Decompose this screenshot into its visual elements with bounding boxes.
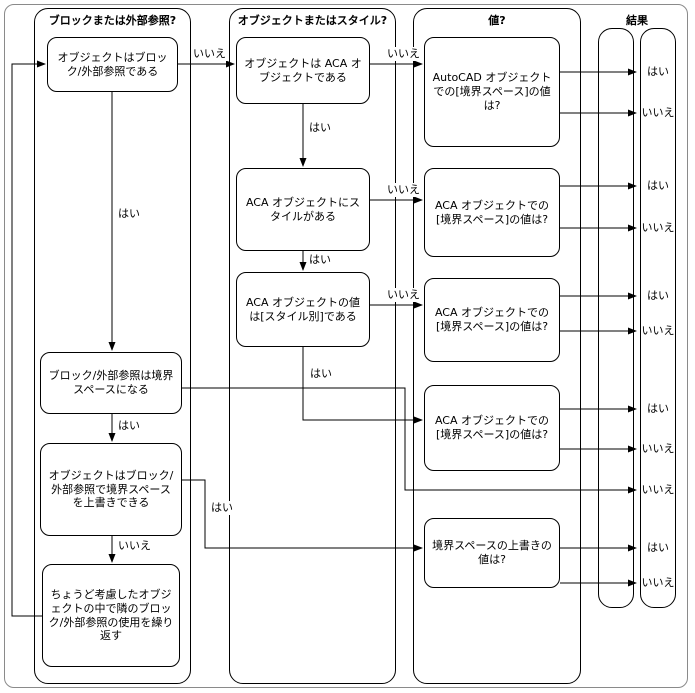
- edge-label-yes: はい: [308, 121, 332, 135]
- header-object-style: オブジェクトまたはスタイル?: [237, 14, 388, 27]
- node-aca-bound-spaces-value-2: ACA オブジェクトでの[境界スペース]の値は?: [424, 278, 560, 362]
- node-repeat-next-block-xref: ちょうど考慮したオブジェクトの中で隣のブロック/外部参照の使用を繰り返す: [42, 564, 180, 667]
- result-label-yes: はい: [647, 402, 669, 415]
- edge-label-yes: はい: [309, 367, 333, 381]
- edge-label-no: いいえ: [386, 288, 421, 302]
- node-aca-bound-spaces-value-1: ACA オブジェクトでの[境界スペース]の値は?: [424, 168, 560, 257]
- edge-label-no: いいえ: [117, 539, 152, 553]
- result-label-no: いいえ: [641, 221, 675, 234]
- header-block-xref: ブロックまたは外部参照?: [48, 14, 177, 27]
- edge-label-no: いいえ: [192, 47, 227, 61]
- result-lane-2: [640, 28, 676, 608]
- node-override-value: 境界スペースの上書きの値は?: [424, 518, 560, 588]
- result-label-no: いいえ: [641, 106, 675, 119]
- edge-label-yes: はい: [117, 419, 141, 433]
- node-object-can-override: オブジェクトはブロック/外部参照で境界スペースを上書きできる: [40, 443, 182, 536]
- flow-arrow: [302, 347, 423, 424]
- result-label-no: いいえ: [641, 483, 675, 496]
- result-label-yes: はい: [647, 179, 669, 192]
- node-value-by-style: ACA オブジェクトの値は[スタイル別]である: [236, 272, 370, 347]
- node-aca-bound-spaces-value-3: ACA オブジェクトでの[境界スペース]の値は?: [424, 385, 560, 471]
- result-label-yes: はい: [647, 65, 669, 78]
- node-autocad-bound-spaces-value: AutoCAD オブジェクトでの[境界スペース]の値は?: [424, 37, 560, 147]
- result-label-no: いいえ: [641, 576, 675, 589]
- node-object-is-block-xref: オブジェクトはブロック/外部参照である: [47, 37, 178, 92]
- node-block-xref-bounds-space: ブロック/外部参照は境界スペースになる: [40, 352, 182, 414]
- result-label-yes: はい: [647, 541, 669, 554]
- result-label-yes: はい: [647, 289, 669, 302]
- flow-arrow: [182, 479, 423, 552]
- edge-label-no: いいえ: [386, 47, 421, 61]
- node-aca-has-style: ACA オブジェクトにスタイルがある: [236, 168, 370, 251]
- flow-arrow: [182, 387, 637, 494]
- result-lane-1: [598, 28, 634, 608]
- edge-label-yes: はい: [117, 207, 141, 221]
- edge-label-yes: はい: [308, 253, 332, 267]
- edge-label-no: いいえ: [386, 183, 421, 197]
- flow-arrow-loop: [11, 60, 46, 617]
- node-object-is-aca: オブジェクトは ACA オブジェクトである: [236, 37, 370, 104]
- edge-label-yes: はい: [210, 501, 234, 515]
- header-value: 値?: [488, 14, 506, 27]
- result-label-no: いいえ: [641, 324, 675, 337]
- header-result: 結果: [626, 14, 648, 27]
- outer-frame: [4, 4, 688, 688]
- result-label-no: いいえ: [641, 442, 675, 455]
